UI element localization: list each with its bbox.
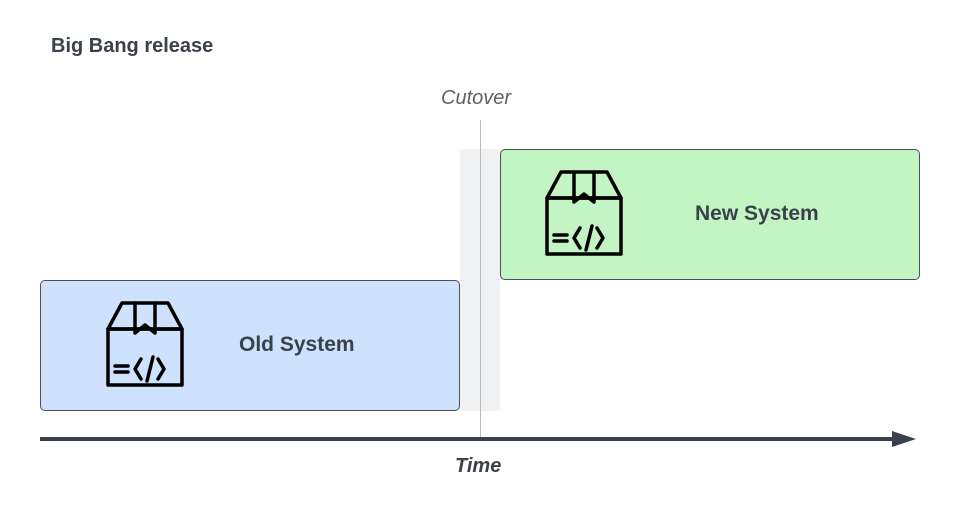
new-system-label: New System — [695, 202, 819, 225]
code-package-icon — [545, 170, 623, 256]
old-system-box: Old System — [40, 280, 460, 411]
cutover-label: Cutover — [441, 87, 512, 109]
diagram-title: Big Bang release — [51, 35, 214, 57]
old-system-label: Old System — [239, 333, 355, 356]
code-package-icon — [106, 301, 184, 387]
new-system-box: New System — [500, 149, 920, 280]
time-axis-label: Time — [455, 455, 502, 477]
time-axis-arrow — [40, 431, 916, 447]
cutover-line — [480, 120, 481, 440]
